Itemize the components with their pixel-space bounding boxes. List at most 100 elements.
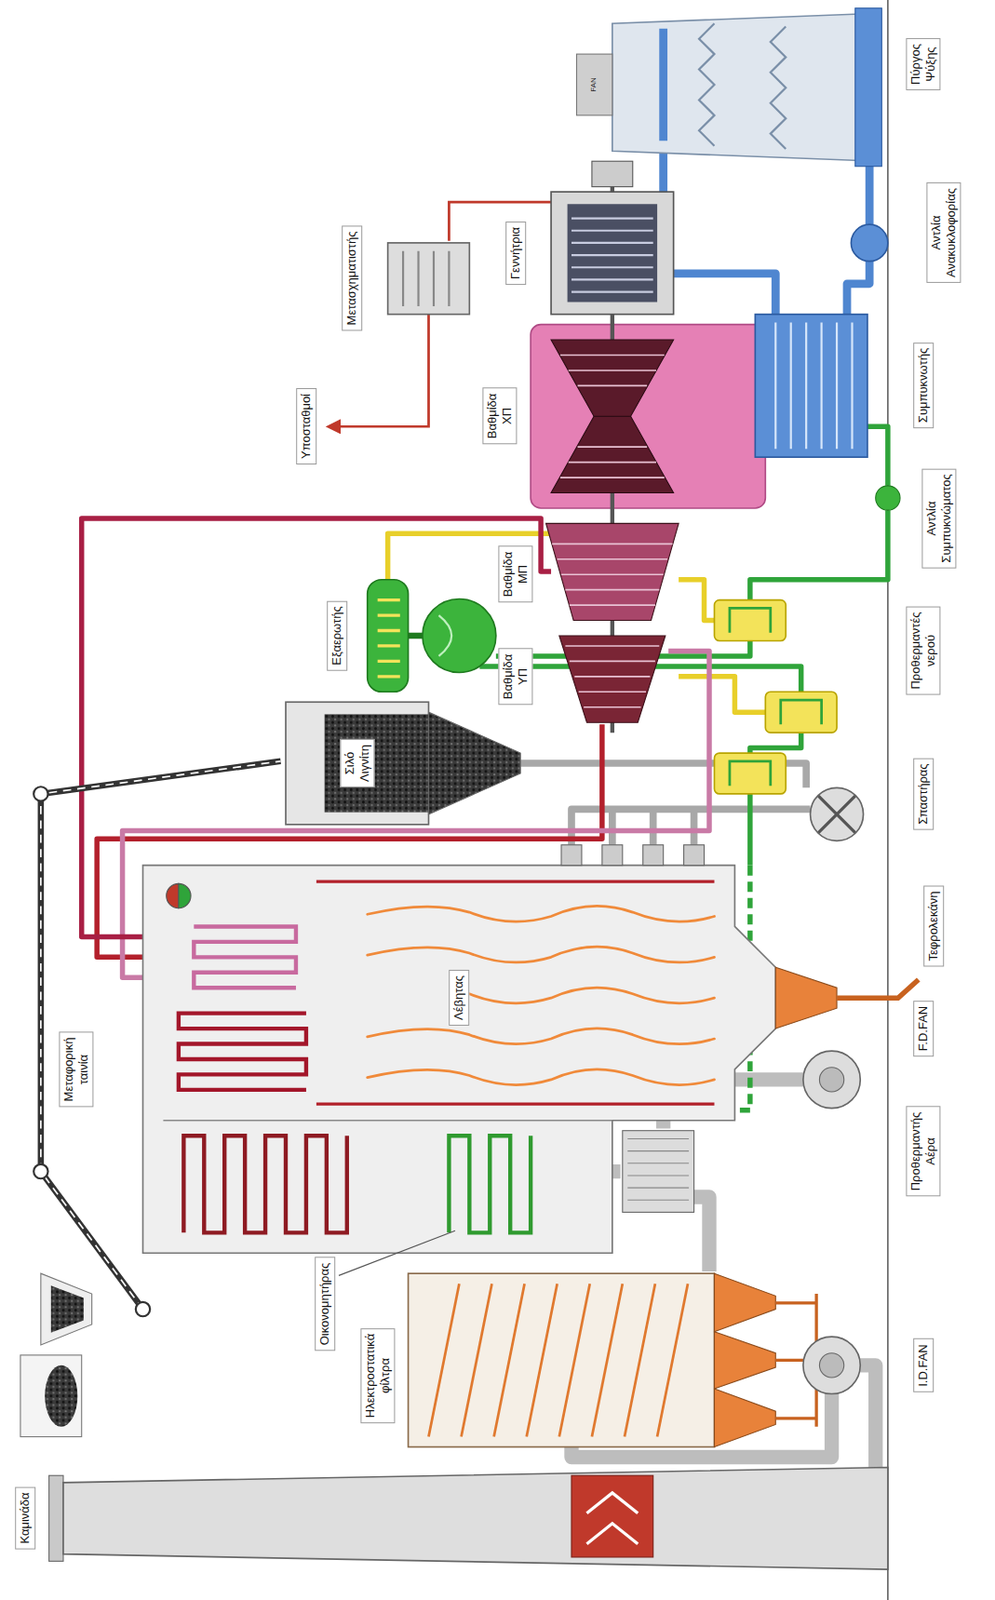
boiler — [367, 1028, 715, 1045]
condenser — [754, 314, 868, 458]
water-preheater — [713, 600, 837, 794]
water-preheater — [765, 691, 837, 733]
deaerator — [422, 599, 497, 673]
cooling-tower — [850, 224, 888, 261]
chimney — [63, 1466, 888, 1570]
lignite-silo — [428, 712, 521, 815]
electrostatic-filter — [461, 1283, 493, 1437]
label-text: I.D.FAN — [915, 1344, 931, 1387]
part-label: Αντλία Συμπυκνώματος — [921, 468, 956, 568]
boiler — [367, 1069, 715, 1086]
burner-and-mill — [602, 845, 623, 866]
ash-hopper — [775, 967, 837, 1029]
conveyor-belt — [33, 786, 48, 801]
coal-pipe — [571, 808, 811, 845]
transformer — [403, 251, 449, 307]
electrostatic-filter — [713, 1388, 776, 1447]
label-text: Αντλία Ανακυκλοφορίας — [929, 188, 959, 278]
part-label: Μεταφορική ταινία — [59, 1032, 95, 1108]
label-text: Συμπυκνωτής — [915, 348, 931, 423]
boiler — [316, 881, 715, 1104]
electrostatic-filter — [713, 1273, 776, 1332]
part-label: F.D.FAN — [913, 1000, 934, 1057]
boiler — [448, 1135, 531, 1233]
ash-hopper — [775, 967, 918, 1029]
leader-line — [338, 1230, 456, 1276]
label-text: Εξαερωτής — [329, 605, 345, 665]
deaerator — [377, 600, 401, 677]
electrostatic-filter — [713, 1331, 776, 1389]
label-text: Καμινάδα — [18, 1492, 34, 1545]
boiler — [162, 1119, 612, 1122]
part-label: Ηλεκτροστατικά φίλτρα — [360, 1328, 395, 1424]
condenser — [754, 314, 901, 511]
generator — [591, 161, 633, 187]
power-line — [448, 201, 552, 242]
generator — [571, 218, 654, 293]
fan-symbol — [819, 1067, 844, 1092]
part-label: Συμπυκνωτής — [913, 342, 934, 429]
electrostatic-filter — [657, 1283, 688, 1437]
label-text: Βαθμίδα ΜΠ — [500, 551, 530, 598]
boiler — [367, 946, 715, 963]
feedwater-pipe — [750, 732, 802, 753]
boiler — [469, 987, 714, 1004]
drawing-part — [20, 0, 919, 1600]
boiler — [183, 1135, 347, 1233]
transformer — [388, 242, 471, 315]
transformer — [388, 242, 471, 315]
power-line — [328, 314, 429, 428]
conveyor-belt — [40, 761, 282, 1310]
extraction-pipe — [678, 579, 714, 621]
cooling-water-pipe — [847, 261, 870, 315]
feedwater-pipe — [867, 426, 888, 486]
label-text: Βαθμίδα ΧΠ — [485, 393, 515, 440]
electrostatic-filter — [559, 1283, 591, 1437]
electrostatic-filter — [428, 1283, 687, 1437]
part-label: Σπαστήρας — [913, 757, 934, 830]
part-label: Υποσταθμοί — [295, 388, 317, 465]
conveyor-belt — [20, 761, 282, 1438]
boiler — [178, 1013, 307, 1090]
generator — [567, 203, 658, 302]
electrostatic-filter — [494, 1283, 525, 1437]
conveyor-belt — [51, 1285, 84, 1332]
conveyor-belt — [40, 1273, 93, 1345]
label-text: Μετασχηματιστής — [344, 231, 360, 326]
part-label: Βαθμίδα ΥΠ — [497, 648, 533, 706]
deaerator — [438, 615, 452, 657]
cooling-tower — [576, 8, 888, 262]
chimney — [571, 1475, 654, 1558]
flue-duct — [694, 1196, 710, 1272]
part-label: Γεννήτρια — [505, 221, 526, 285]
feedwater-pipe — [750, 510, 888, 600]
turbine — [559, 635, 666, 723]
lignite-silo — [285, 701, 429, 825]
condenser — [775, 322, 852, 449]
water-preheater — [713, 600, 786, 642]
turbine — [551, 339, 674, 417]
burner-and-mill — [643, 845, 664, 866]
label-text: Ηλεκτροστατικά φίλτρα — [363, 1333, 392, 1418]
label-text: Λέβητας — [452, 975, 468, 1021]
cooling-tower — [770, 26, 786, 150]
fan-symbol — [803, 1336, 861, 1394]
electrostatic-filter — [624, 1283, 656, 1437]
cooling-water-pipe — [663, 140, 870, 314]
boiler — [142, 865, 776, 1254]
label-text: Μεταφορική ταινία — [62, 1037, 92, 1103]
label-text: Υποσταθμοί — [298, 393, 314, 459]
boiler — [178, 883, 191, 908]
part-label: Προθερμαντές νερού — [906, 606, 942, 696]
coal-pipe — [690, 808, 699, 845]
turbine — [551, 355, 673, 708]
turbine — [551, 416, 674, 493]
water-preheater — [713, 752, 786, 794]
conveyor-belt — [135, 1302, 150, 1317]
ash-hopper — [836, 979, 919, 998]
lignite-silo — [324, 713, 430, 812]
cooling-tower — [855, 8, 883, 167]
cooling-tower — [699, 23, 714, 147]
deaerator — [367, 579, 409, 693]
